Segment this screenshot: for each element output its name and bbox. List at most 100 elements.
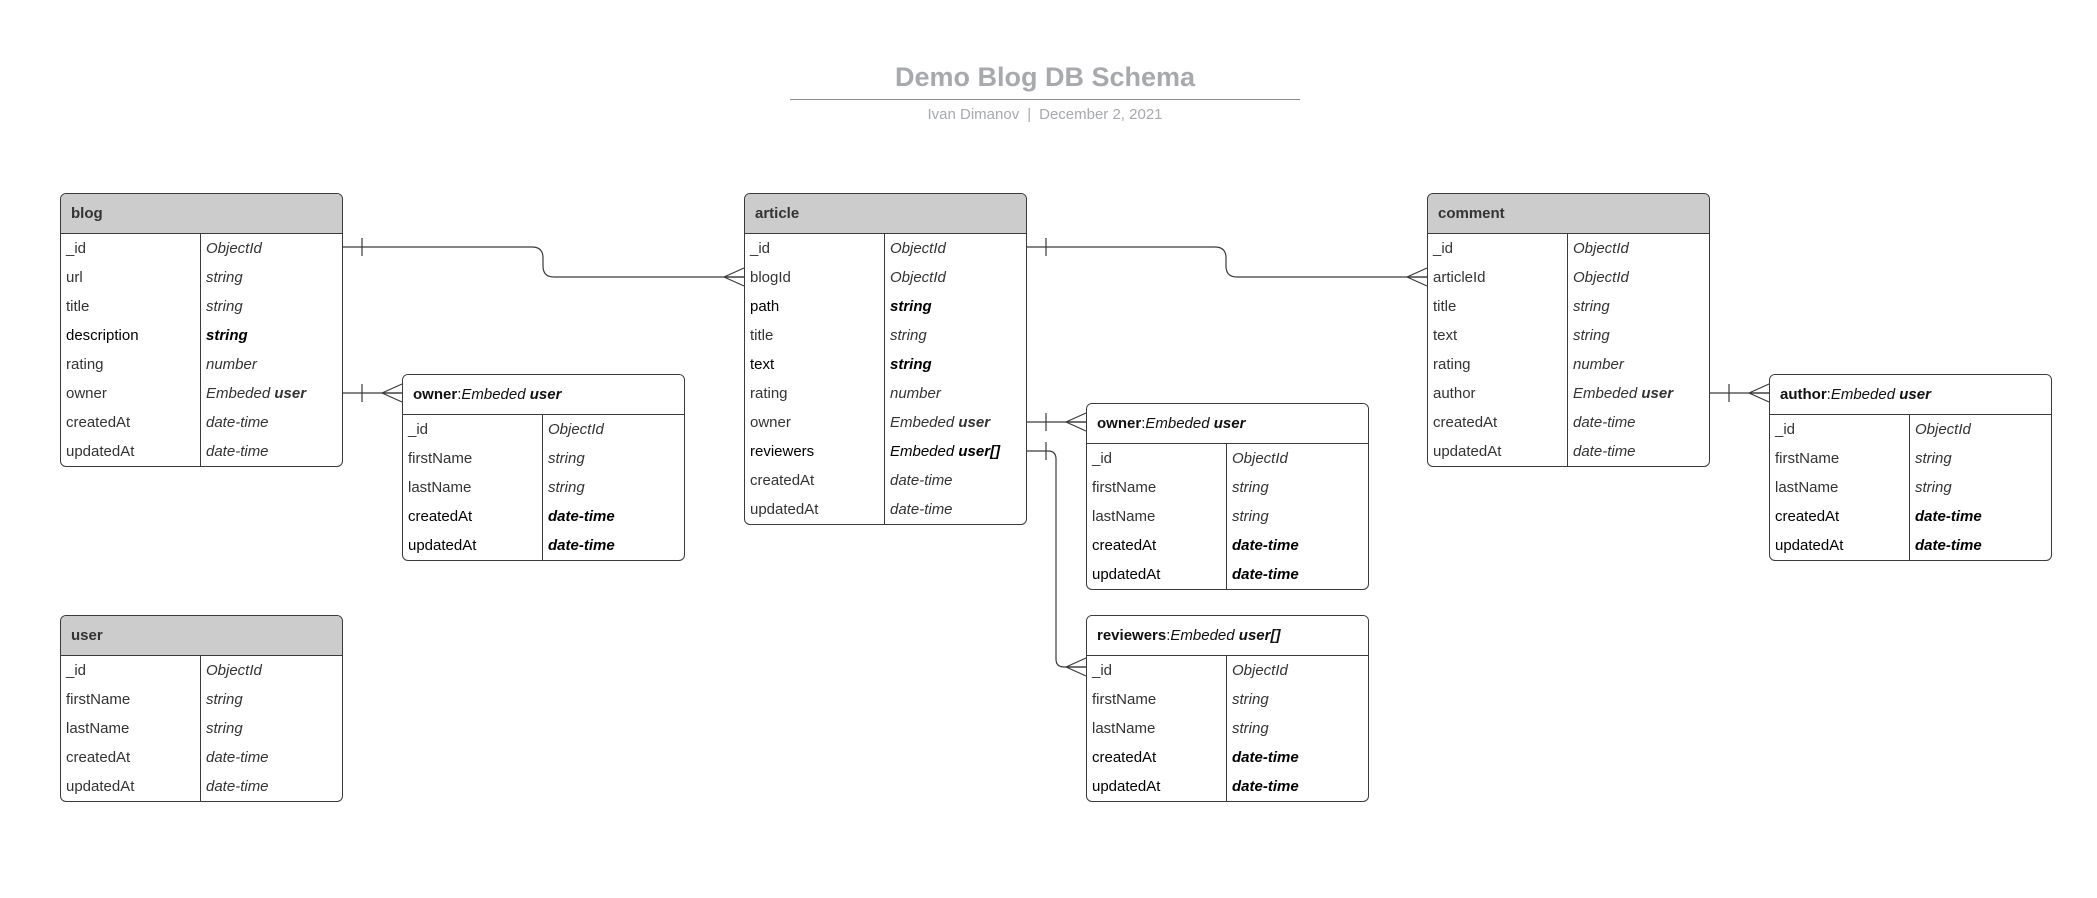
- embed-header: reviewers: Embeded user[]: [1087, 616, 1368, 656]
- field-type: string: [206, 720, 243, 737]
- many-marker: [723, 267, 745, 287]
- field-name: createdAt: [61, 408, 201, 437]
- field-type: date-time: [548, 508, 615, 525]
- field-type: number: [206, 356, 257, 373]
- field-type: ObjectId: [1573, 240, 1629, 257]
- many-marker: [1748, 383, 1770, 403]
- field-type: string: [890, 298, 932, 315]
- field-type: Embeded user: [1568, 379, 1709, 408]
- field-type: ObjectId: [1573, 269, 1629, 286]
- subtitle-separator: |: [1027, 106, 1032, 123]
- field-name: url: [61, 263, 201, 292]
- embed-field-name: owner: [413, 386, 458, 403]
- field-name: _id: [1770, 415, 1910, 444]
- field-name: _id: [403, 415, 543, 444]
- field-name: _id: [61, 656, 201, 685]
- embed-type: user[]: [1238, 627, 1281, 644]
- field-name: title: [1428, 292, 1568, 321]
- many-marker: [1065, 657, 1087, 677]
- table-name: user: [71, 627, 103, 644]
- field-row[interactable]: articleId ObjectId: [1428, 263, 1709, 292]
- many-marker: [1065, 412, 1087, 432]
- field-type: string: [1232, 720, 1269, 737]
- field-row[interactable]: createdAt date-time: [61, 743, 342, 772]
- field-name: _id: [745, 234, 885, 263]
- embed-type: user: [529, 386, 562, 403]
- field-type: string: [890, 327, 927, 344]
- embed-colon: :: [1826, 386, 1831, 403]
- field-name: createdAt: [403, 502, 543, 531]
- field-type: ObjectId: [1232, 662, 1288, 679]
- table-name: article: [755, 205, 800, 222]
- field-row[interactable]: createdAt date-time: [403, 502, 684, 531]
- field-name: articleId: [1428, 263, 1568, 292]
- field-name: createdAt: [745, 466, 885, 495]
- field-type: date-time: [206, 749, 269, 766]
- field-type: date-time: [1232, 537, 1299, 554]
- embed-keyword: Embeded: [461, 386, 526, 403]
- field-name: owner: [745, 408, 885, 437]
- field-type: date-time: [1232, 778, 1299, 795]
- field-name: createdAt: [61, 743, 201, 772]
- field-type: string: [1232, 479, 1269, 496]
- embed-keyword: Embeded: [1145, 415, 1210, 432]
- field-type: date-time: [548, 537, 615, 554]
